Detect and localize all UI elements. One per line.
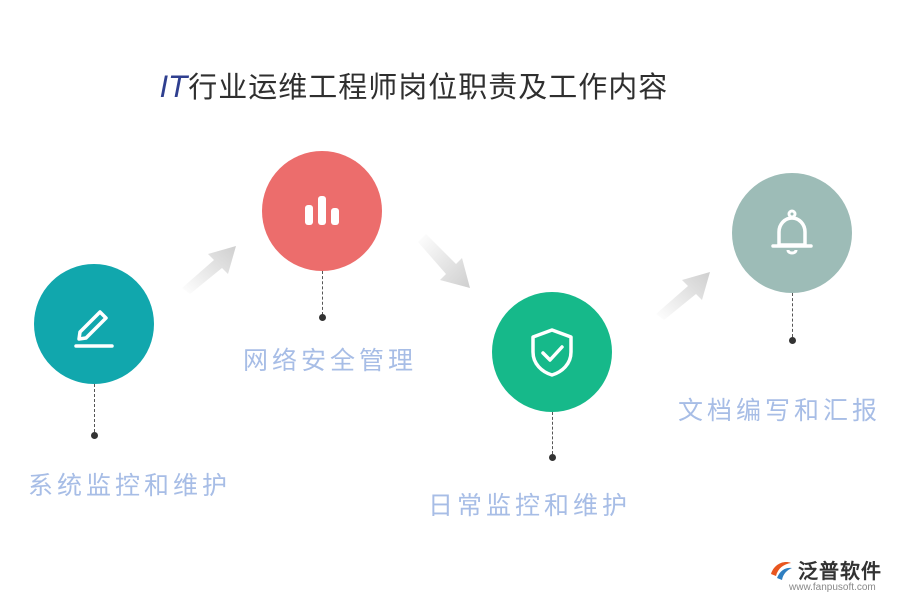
logo-icon xyxy=(771,561,792,580)
shield-check-icon xyxy=(531,328,573,377)
step-3-circle xyxy=(492,292,612,412)
step-1-label: 系统监控和维护 xyxy=(28,471,232,500)
step-3-label: 日常监控和维护 xyxy=(428,491,632,520)
step-4-label: 文档编写和汇报 xyxy=(678,396,882,425)
step-3-stem xyxy=(552,412,553,454)
step-1-stem xyxy=(94,384,95,432)
step-4-dot xyxy=(789,337,796,344)
step-2-circle xyxy=(262,151,382,271)
arrow-3-icon xyxy=(656,272,710,320)
brand-url: www.fanpusoft.com xyxy=(789,582,876,593)
brand-name: 泛普软件 xyxy=(798,559,882,583)
step-2-dot xyxy=(319,314,326,321)
page-title: IT行业运维工程师岗位职责及工作内容 xyxy=(160,64,668,106)
step-2-label: 网络安全管理 xyxy=(243,346,418,375)
step-2-stem xyxy=(322,271,323,315)
arrow-2-icon xyxy=(418,234,470,288)
title-text: 行业运维工程师岗位职责及工作内容 xyxy=(188,70,669,104)
step-1-circle xyxy=(34,264,154,384)
bell-icon xyxy=(771,209,813,255)
title-prefix: IT xyxy=(160,70,189,104)
step-4-stem xyxy=(792,293,793,337)
bar-chart-icon xyxy=(305,196,339,225)
step-4-circle xyxy=(732,173,852,293)
pencil-icon xyxy=(74,310,114,348)
step-3-dot xyxy=(549,454,556,461)
arrow-1-icon xyxy=(182,246,236,294)
brand-logo: 泛普软件 xyxy=(768,555,882,584)
step-1-dot xyxy=(91,432,98,439)
